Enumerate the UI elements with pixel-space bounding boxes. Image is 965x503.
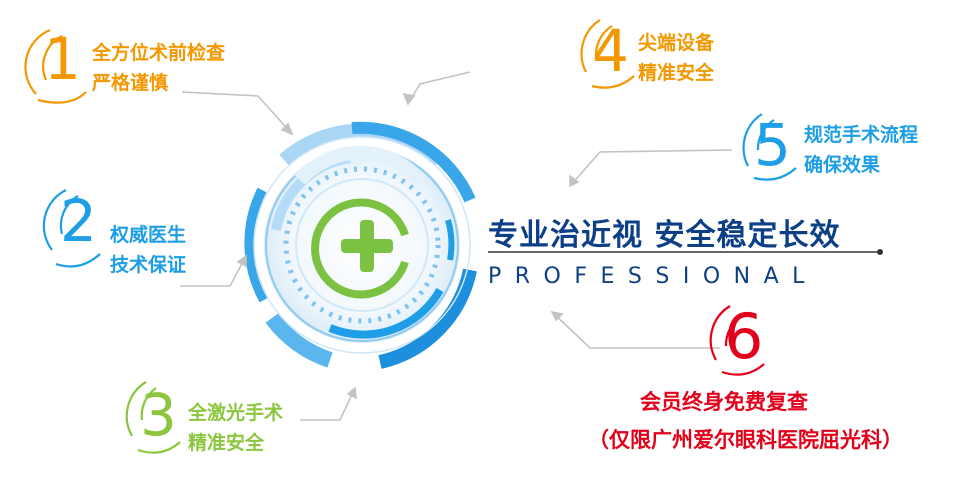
feature-2-number: 2 (60, 187, 97, 255)
number-swooshes (24, 19, 797, 454)
feature-3-line2: 精准安全 (188, 432, 265, 454)
subheadline: PROFESSIONAL (488, 264, 818, 289)
feature-6-number: 6 (724, 300, 764, 373)
feature-6-line2: （仅限广州爱尔眼科医院屈光科） (588, 428, 903, 452)
feature-2-text: 权威医生 技术保证 (110, 220, 186, 280)
feature-5-line2: 确保效果 (804, 154, 881, 176)
feature-4-line2: 精准安全 (638, 62, 715, 84)
feature-5-number: 5 (754, 111, 791, 179)
feature-1-line1: 全方位术前检查 (92, 42, 226, 64)
feature-1-text: 全方位术前检查 严格谨慎 (92, 38, 225, 98)
feature-4-number: 4 (592, 17, 629, 85)
feature-5-text: 规范手术流程 确保效果 (804, 120, 918, 180)
feature-3-line1: 全激光手术 (188, 402, 284, 424)
feature-3-text: 全激光手术 精准安全 (188, 398, 283, 458)
feature-1-line2: 严格谨慎 (92, 72, 169, 94)
feature-2-line1: 权威医生 (110, 224, 187, 246)
feature-2-line2: 技术保证 (110, 254, 187, 276)
feature-1-number: 1 (44, 25, 81, 93)
feature-6-line1: 会员终身免费复查 (640, 390, 808, 414)
feature-4-text: 尖端设备 精准安全 (638, 28, 714, 88)
connector-arrows (180, 71, 733, 421)
plus-circle-logo-icon (311, 198, 409, 299)
feature-4-line1: 尖端设备 (638, 32, 715, 54)
feature-5-line1: 规范手术流程 (804, 124, 919, 146)
headline: 专业治近视 安全稳定长效 (488, 218, 841, 253)
feature-3-number: 3 (140, 381, 177, 449)
